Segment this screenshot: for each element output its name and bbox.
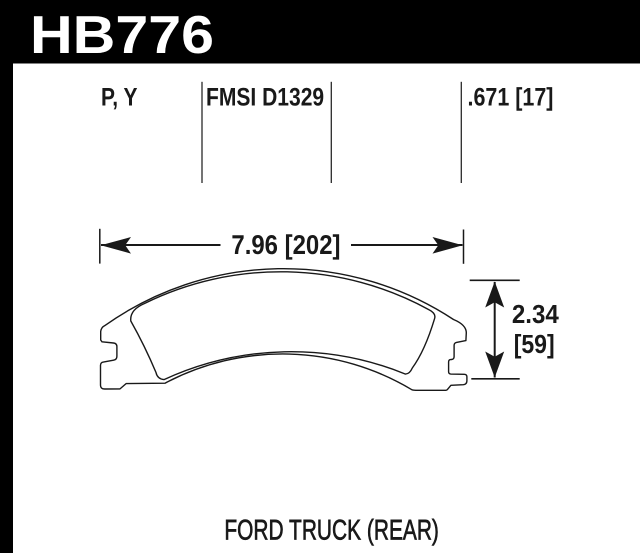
svg-text:7.96 [202]: 7.96 [202] [231, 229, 340, 260]
svg-text:P, Y: P, Y [101, 83, 138, 111]
svg-text:2.34: 2.34 [512, 299, 559, 329]
svg-text:HB776: HB776 [30, 6, 214, 65]
svg-text:FMSI D1329: FMSI D1329 [206, 83, 324, 111]
svg-text:[59]: [59] [514, 329, 555, 359]
svg-text:FORD TRUCK (REAR): FORD TRUCK (REAR) [224, 515, 439, 547]
svg-text:.671 [17]: .671 [17] [468, 83, 554, 111]
